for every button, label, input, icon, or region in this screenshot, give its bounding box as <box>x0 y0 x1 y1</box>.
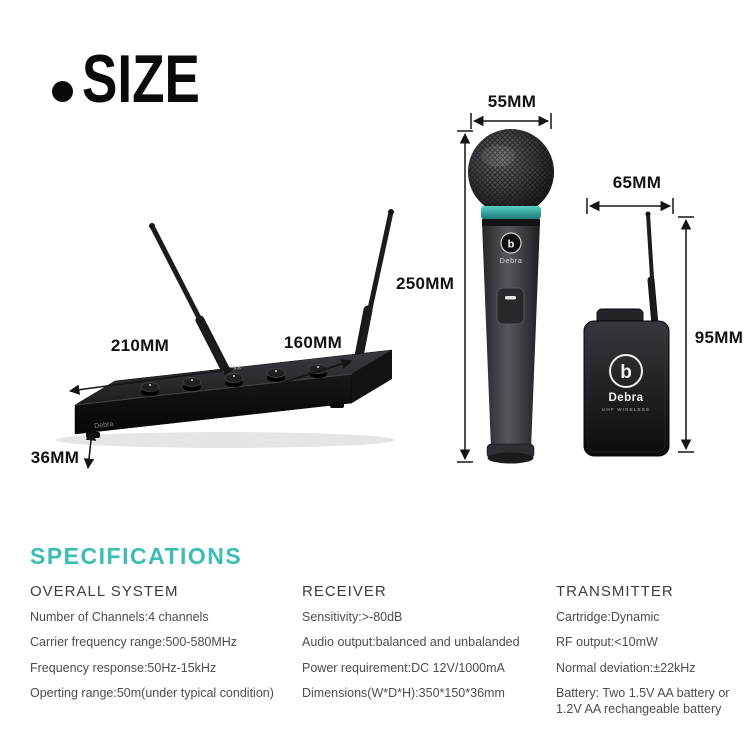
receiver-knob <box>140 382 160 396</box>
receiver-knob <box>224 373 244 387</box>
receiver-foot <box>86 432 100 438</box>
spec-item: RF output:<10mW <box>556 635 658 650</box>
receiver-unit: Debra Debra <box>55 209 395 448</box>
dim-label-transmitter-width: 65MM <box>612 173 662 192</box>
dimension-arrow-receiver-height <box>83 429 97 470</box>
debra-logo-letter: b <box>620 362 632 383</box>
bodypack-logo-group: b Debra UHF WIRELESS <box>602 354 650 412</box>
specifications-section: SPECIFICATIONS OVERALL SYSTEM Number of … <box>30 543 736 743</box>
spec-column-header: OVERALL SYSTEM <box>30 583 179 600</box>
spec-item: Carrier frequency range:500-580MHz <box>30 635 238 650</box>
dim-label-receiver-height: 36MM <box>30 448 80 467</box>
mic-brand-text: Debra <box>500 256 523 265</box>
spec-column-header: RECEIVER <box>302 583 387 600</box>
receiver-shadow <box>55 432 395 448</box>
page-title: SIZE <box>52 41 233 117</box>
specifications-heading: SPECIFICATIONS <box>30 543 243 569</box>
title-bullet-dot <box>52 81 73 102</box>
spec-item: Number of Channels:4 channels <box>30 610 209 624</box>
spec-item: Normal deviation:±22kHz <box>556 660 696 675</box>
bodypack-bevel <box>587 324 666 453</box>
dimension-lines <box>68 113 694 470</box>
receiver-foot <box>330 402 344 408</box>
spec-column-overall-system: OVERALL SYSTEM Number of Channels:4 chan… <box>30 583 302 710</box>
bodypack-brand-text: Debra <box>608 392 643 404</box>
dim-label-transmitter-height: 95MM <box>694 328 744 347</box>
spec-item: Sensitivity:>-80dB <box>302 610 403 624</box>
receiver-front-brand-text: Debra <box>94 421 114 430</box>
spec-column-header: TRANSMITTER <box>556 583 674 600</box>
bodypack-sub-text: UHF WIRELESS <box>602 407 650 412</box>
dim-label-mic-diameter: 55MM <box>487 92 537 111</box>
mic-power-button <box>496 287 525 325</box>
debra-logo-icon <box>500 232 522 254</box>
receiver-knob <box>266 368 286 382</box>
spec-item: Power requirement:DC 12V/1000mA <box>302 660 505 675</box>
dim-label-mic-length: 250MM <box>396 274 455 293</box>
mic-head-highlight <box>481 145 515 167</box>
spec-item: Frequency response:50Hz-15kHz <box>30 660 217 675</box>
spec-column-transmitter: TRANSMITTER Cartridge:Dynamic RF output:… <box>556 583 738 726</box>
bodypack-transmitter: b Debra UHF WIRELESS <box>583 211 670 457</box>
spec-item: Audio output:balanced and unbalanded <box>302 635 520 650</box>
dimension-arrow-receiver-width <box>68 365 235 395</box>
page-title-text: SIZE <box>82 41 200 117</box>
debra-logo-letter: b <box>508 239 515 251</box>
spec-column-receiver: RECEIVER Sensitivity:>-80dB Audio output… <box>302 583 556 710</box>
debra-logo-icon <box>609 354 643 388</box>
dimension-arrow-receiver-depth <box>245 358 353 397</box>
spec-item: Battery: Two 1.5V AA battery or 1.2V AA … <box>556 685 730 716</box>
mic-logo-badge: b Debra <box>500 232 523 265</box>
dim-label-receiver-width: 210MM <box>110 336 170 355</box>
mic-bottom-cap <box>486 443 535 464</box>
handheld-microphone: b Debra <box>468 129 554 464</box>
spec-item: Operting range:50m(under typical conditi… <box>30 685 274 700</box>
mic-teal-ring <box>481 206 541 219</box>
mic-dark-ring <box>482 219 540 226</box>
spec-item: Dimensions(W*D*H):350*150*36mm <box>302 685 505 700</box>
dim-label-receiver-depth: 160MM <box>283 333 343 352</box>
mic-head-mesh <box>468 129 554 215</box>
spec-item: Cartridge:Dynamic <box>556 610 660 624</box>
bodypack-body <box>583 320 670 457</box>
receiver-knob <box>182 377 202 391</box>
bodypack-antenna <box>645 211 659 329</box>
mic-body <box>482 222 540 449</box>
